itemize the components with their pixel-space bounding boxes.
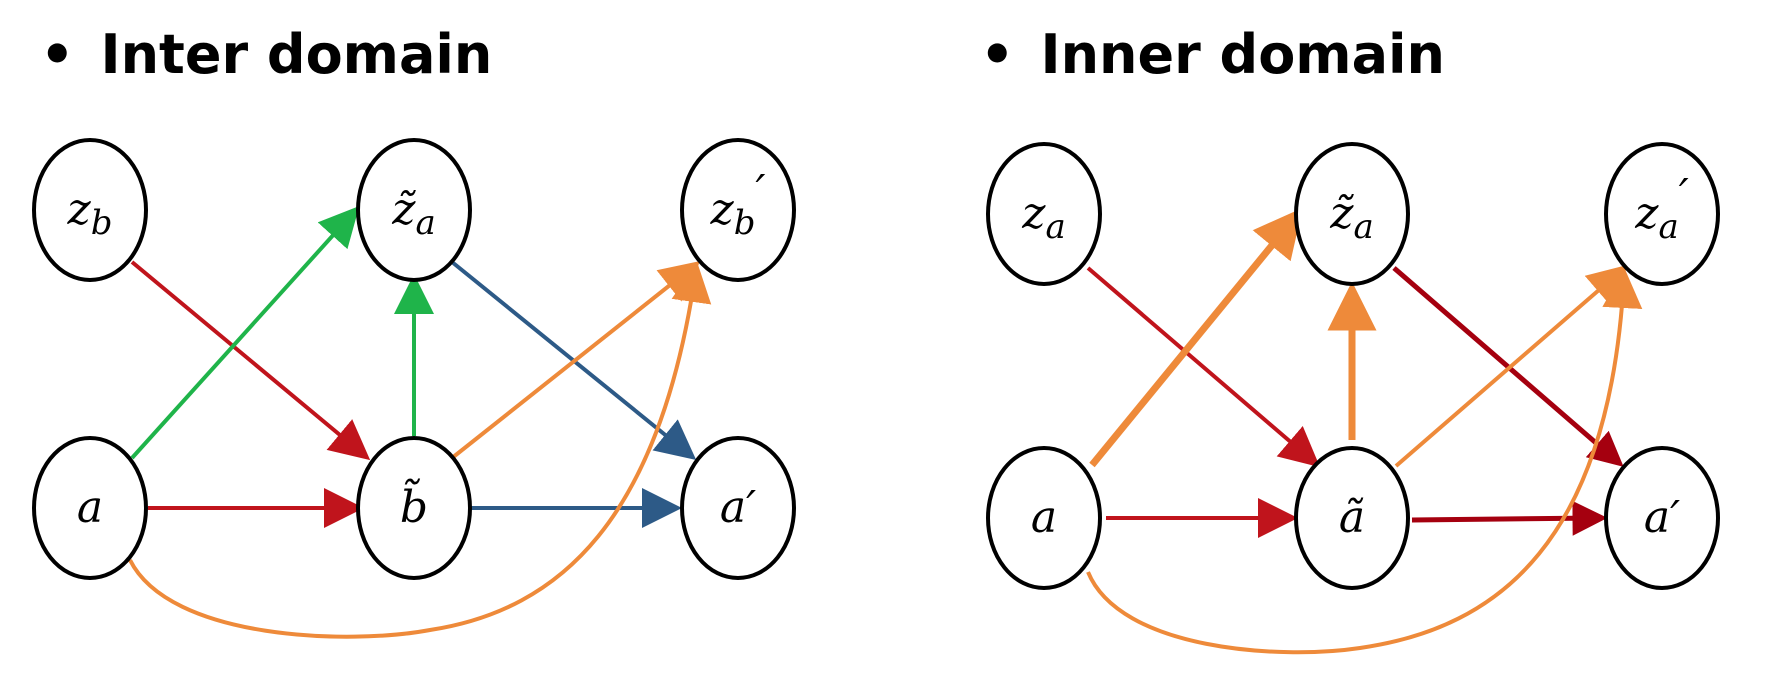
node-label-sup: ′ xyxy=(1679,170,1689,221)
svg-text:za′: za′ xyxy=(1634,170,1688,247)
node-label-sup: ′ xyxy=(755,166,765,217)
inner-domain-title: Inner domain xyxy=(1040,23,1445,86)
node-label-base: a′ xyxy=(720,482,756,533)
node-label-base: b̃ xyxy=(400,477,428,533)
node-label-sub: b xyxy=(734,203,756,243)
node-label-base: z xyxy=(1634,188,1659,239)
edge-a-to-za-tilde xyxy=(130,206,360,460)
svg-text:za: za xyxy=(1021,188,1065,247)
edge-a-tilde-to-za-prime xyxy=(1394,264,1629,468)
svg-text:zb: zb xyxy=(67,184,113,243)
node-za-prime: za′ xyxy=(1604,142,1720,286)
node-label-sub: b xyxy=(91,203,113,243)
svg-text:z̃a: z̃a xyxy=(391,184,435,243)
node-label-base: a′ xyxy=(1644,492,1680,543)
edge-b-tilde-to-zb-prime xyxy=(450,261,701,460)
edge-za-tilde-to-a-prime xyxy=(450,260,697,461)
inter-domain-graph: zb z̃a zb′ a b̃ a′ xyxy=(32,138,796,639)
node-b-tilde: b̃ xyxy=(356,436,472,580)
node-za-tilde: z̃a xyxy=(356,138,472,282)
node-za: za xyxy=(986,142,1102,286)
bullet: • xyxy=(980,23,1015,86)
node-label-sub: a xyxy=(415,203,435,243)
node-a: a xyxy=(32,436,148,580)
node-za-tilde: z̃a xyxy=(1294,142,1410,286)
node-a-tilde: ã xyxy=(1294,446,1410,590)
node-zb-prime: zb′ xyxy=(680,138,796,282)
edge-za-tilde-to-a-prime xyxy=(1392,266,1624,467)
node-label-sub: a xyxy=(1353,207,1373,247)
node-a: a xyxy=(986,446,1102,590)
node-label-base: a xyxy=(77,482,103,533)
bullet: • xyxy=(40,23,75,86)
inner-domain-graph: za z̃a za′ a ã a′ xyxy=(986,142,1720,655)
inter-domain-heading: •Inter domain xyxy=(40,28,492,82)
svg-text:z̃a: z̃a xyxy=(1329,188,1373,247)
node-label-base: a xyxy=(1031,492,1057,543)
node-label-base: z xyxy=(1021,188,1046,239)
inner-domain-heading: •Inner domain xyxy=(980,28,1445,82)
edge-a-to-zb-prime-curve xyxy=(128,262,712,639)
node-label-sub: a xyxy=(1045,207,1065,247)
node-label-base: z xyxy=(67,184,92,235)
edge-za-to-a-tilde xyxy=(1086,266,1321,468)
edge-a-tilde-to-a-prime xyxy=(1411,500,1608,536)
node-label-base: ã xyxy=(1339,492,1365,543)
node-label-base: z xyxy=(710,184,735,235)
edge-zb-to-b-tilde xyxy=(130,260,371,461)
svg-text:zb′: zb′ xyxy=(710,166,766,243)
node-label-sub: a xyxy=(1658,207,1678,247)
node-a-prime: a′ xyxy=(1604,446,1720,590)
edge-a-to-za-prime-curve xyxy=(1086,268,1643,655)
node-a-prime: a′ xyxy=(680,436,796,580)
inter-domain-title: Inter domain xyxy=(100,23,493,86)
edge-a-to-za-tilde-thick xyxy=(1089,207,1303,468)
node-zb: zb xyxy=(32,138,148,282)
node-label-base: z̃ xyxy=(1329,188,1354,239)
node-label-base: z̃ xyxy=(391,184,416,235)
